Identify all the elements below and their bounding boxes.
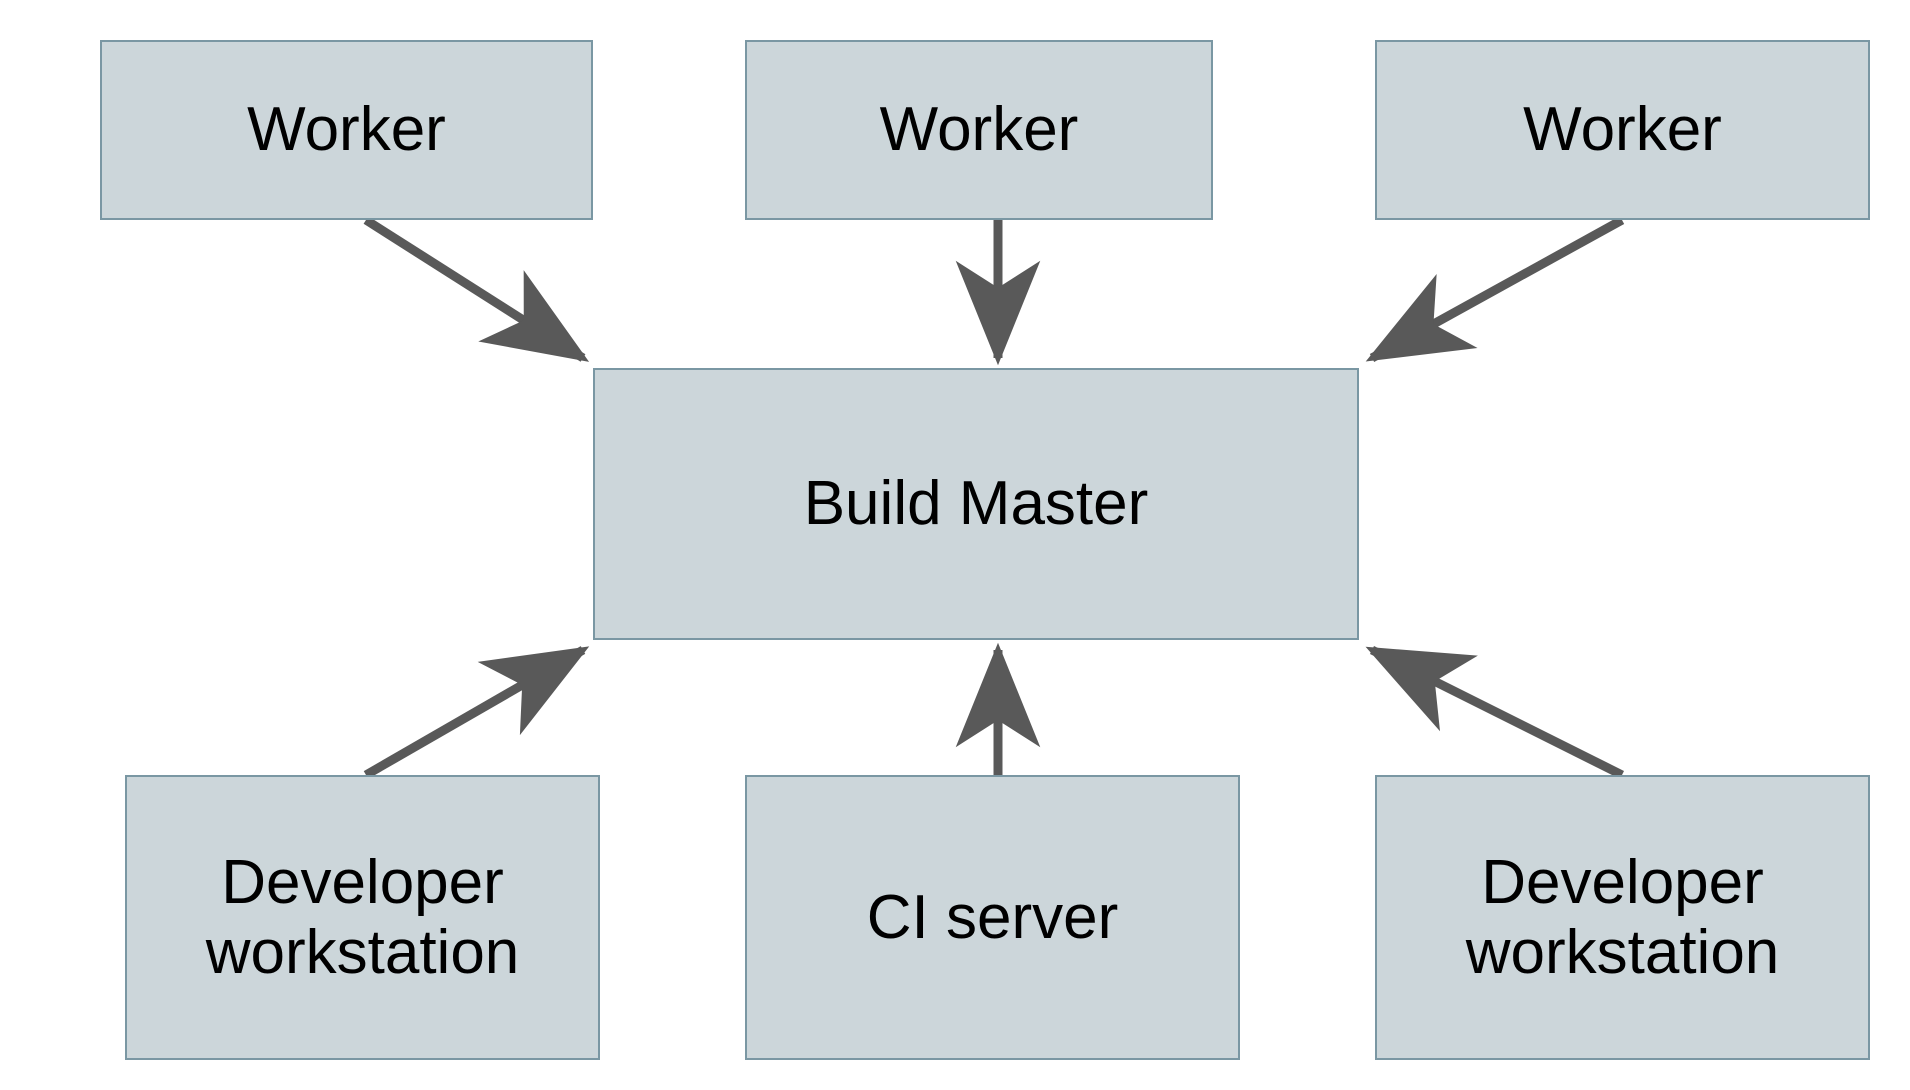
edge-dev-ws-right-to-build-master: [1365, 645, 1625, 780]
node-worker-2-label: Worker: [879, 95, 1079, 165]
edge-dev-ws-left-to-build-master: [363, 646, 590, 779]
edge-worker-1-to-build-master: [363, 216, 590, 362]
node-build-master[interactable]: Build Master: [593, 368, 1359, 640]
node-ci-server[interactable]: CI server: [745, 775, 1240, 1060]
node-ci-server-label: CI server: [866, 882, 1119, 952]
node-worker-1-label: Worker: [247, 95, 446, 165]
node-worker-1[interactable]: Worker: [100, 40, 593, 220]
edge-worker-3-to-build-master: [1365, 216, 1625, 362]
node-worker-3[interactable]: Worker: [1375, 40, 1870, 220]
node-developer-workstation-right[interactable]: Developer workstation: [1375, 775, 1870, 1060]
node-developer-workstation-right-label: Developer workstation: [1465, 848, 1780, 987]
node-worker-2[interactable]: Worker: [745, 40, 1213, 220]
node-developer-workstation-left-label: Developer workstation: [205, 848, 520, 987]
node-worker-3-label: Worker: [1523, 95, 1722, 165]
node-developer-workstation-left[interactable]: Developer workstation: [125, 775, 600, 1060]
node-build-master-label: Build Master: [803, 469, 1149, 539]
